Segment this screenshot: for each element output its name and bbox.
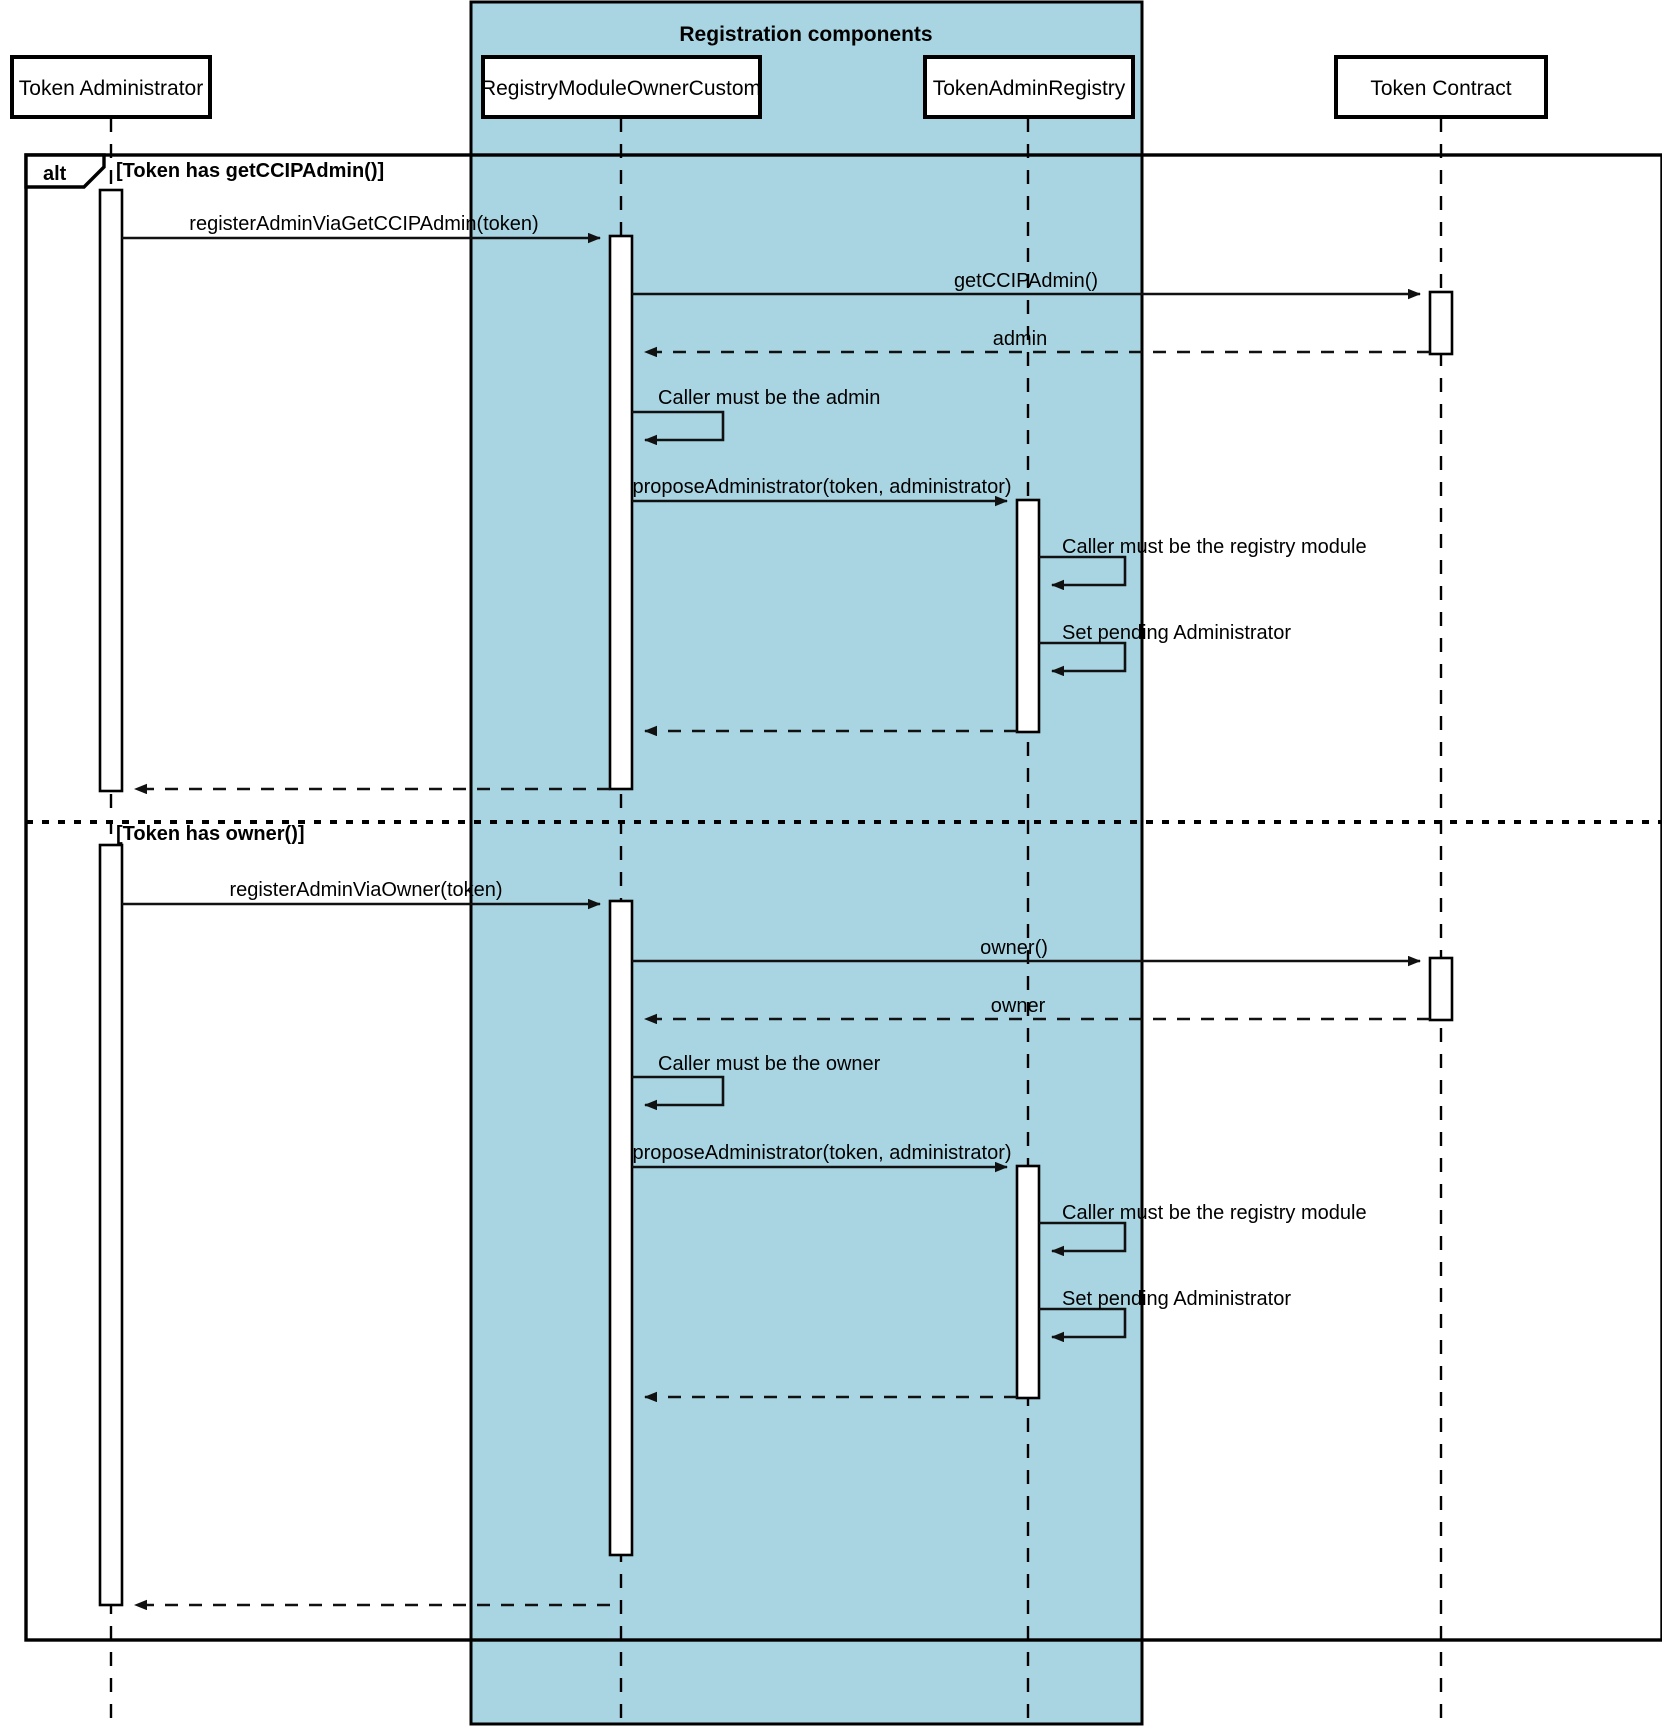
message-self-set-pending-administrator-2[interactable]: Set pending Administrator [1039, 1288, 1291, 1343]
message-return-admin[interactable]: admin [644, 328, 1430, 358]
participant-label-registry-module-owner-custom: RegistryModuleOwnerCustom [481, 77, 761, 100]
participant-label-token-administrator: Token Administrator [19, 77, 203, 100]
alt-guard-2: [Token has owner()] [116, 823, 305, 845]
alt-fragment-frame [24, 153, 1662, 1642]
message-propose-administrator-1[interactable]: proposeAdministrator(token, administrato… [632, 476, 1012, 507]
message-self-caller-must-be-owner[interactable]: Caller must be the owner [632, 1053, 881, 1111]
participant-token-administrator[interactable]: Token Administrator [10, 55, 212, 119]
participant-token-admin-registry[interactable]: TokenAdminRegistry [923, 55, 1135, 119]
message-label-set-pending-administrator-1: Set pending Administrator [1062, 622, 1291, 644]
message-getccipadmin[interactable]: getCCIPAdmin() [632, 270, 1421, 300]
message-self-set-pending-administrator-1[interactable]: Set pending Administrator [1039, 622, 1291, 677]
alt-guard-1: [Token has getCCIPAdmin()] [116, 160, 384, 182]
activation-token-admin-registry-2 [1015, 1164, 1041, 1400]
participant-label-token-contract: Token Contract [1370, 77, 1511, 100]
activation-token-admin-registry-1 [1015, 498, 1041, 734]
message-label-caller-must-be-admin: Caller must be the admin [658, 387, 880, 409]
message-label-owner: owner() [980, 937, 1048, 959]
message-label-caller-must-be-registry-module-2: Caller must be the registry module [1062, 1202, 1367, 1224]
activation-token-administrator-1 [98, 188, 124, 793]
alt-operator-tab [24, 153, 106, 189]
group-box-registration-components [469, 0, 1144, 1726]
activation-token-administrator-2 [98, 843, 124, 1607]
message-self-caller-must-be-registry-module-2[interactable]: Caller must be the registry module [1039, 1202, 1367, 1257]
activation-token-contract-1 [1428, 290, 1454, 356]
message-label-getccipadmin: getCCIPAdmin() [954, 270, 1098, 292]
activation-registry-module-1 [608, 234, 634, 791]
message-propose-administrator-2[interactable]: proposeAdministrator(token, administrato… [632, 1142, 1012, 1173]
group-box-title: Registration components [679, 23, 932, 46]
participant-label-token-admin-registry: TokenAdminRegistry [933, 77, 1126, 100]
message-label-register-admin-via-owner: registerAdminViaOwner(token) [229, 879, 502, 901]
message-self-caller-must-be-admin[interactable]: Caller must be the admin [632, 387, 880, 446]
message-label-propose-administrator-2: proposeAdministrator(token, administrato… [632, 1142, 1011, 1164]
message-label-return-admin: admin [993, 328, 1047, 350]
message-self-caller-must-be-registry-module-1[interactable]: Caller must be the registry module [1039, 536, 1367, 591]
message-label-register-admin-via-getccipadmin: registerAdminViaGetCCIPAdmin(token) [189, 213, 538, 235]
participant-token-contract[interactable]: Token Contract [1334, 55, 1548, 119]
message-return-owner[interactable]: owner [644, 995, 1430, 1025]
alt-operator-label: alt [43, 163, 67, 185]
message-label-propose-administrator-1: proposeAdministrator(token, administrato… [632, 476, 1011, 498]
message-label-return-owner: owner [991, 995, 1046, 1017]
message-register-admin-via-owner[interactable]: registerAdminViaOwner(token) [122, 879, 601, 910]
message-owner[interactable]: owner() [632, 937, 1421, 967]
message-label-caller-must-be-owner: Caller must be the owner [658, 1053, 881, 1075]
activation-token-contract-2 [1428, 956, 1454, 1022]
message-label-set-pending-administrator-2: Set pending Administrator [1062, 1288, 1291, 1310]
message-label-caller-must-be-registry-module-1: Caller must be the registry module [1062, 536, 1367, 558]
activation-registry-module-2 [608, 899, 634, 1557]
participant-registry-module-owner-custom[interactable]: RegistryModuleOwnerCustom [481, 55, 762, 119]
message-register-admin-via-getccipadmin[interactable]: registerAdminViaGetCCIPAdmin(token) [122, 213, 601, 244]
